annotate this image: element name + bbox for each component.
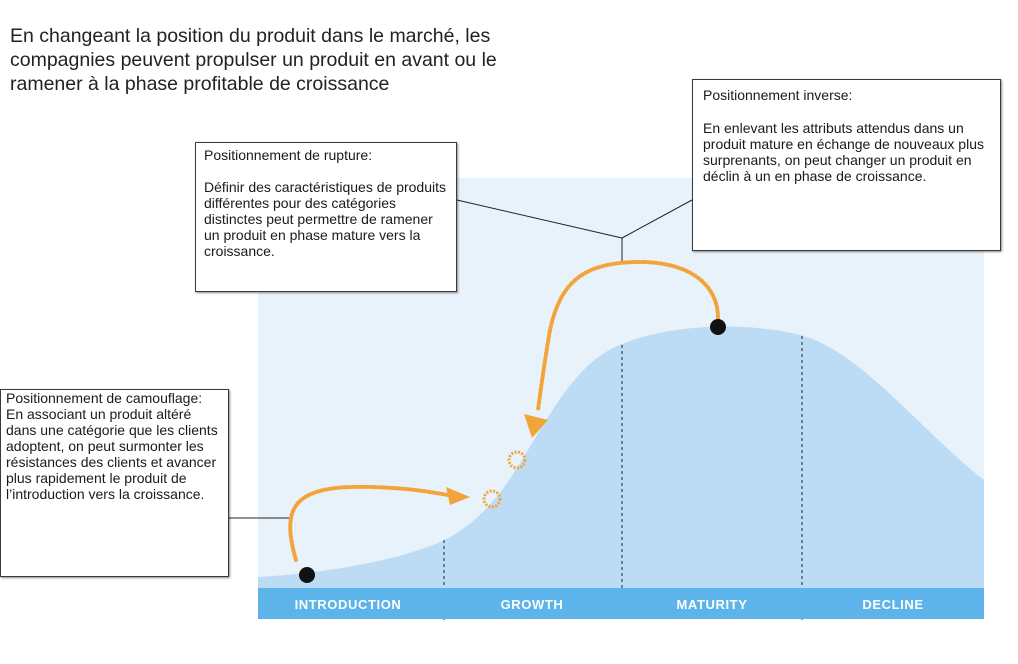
arrowhead-camouflage bbox=[446, 487, 470, 505]
step-circle-2 bbox=[507, 450, 527, 470]
arrow-rupture bbox=[536, 259, 720, 412]
note-inverse-positioning: Positionnement inverse: En enlevant les … bbox=[692, 79, 1001, 251]
phase-introduction: INTRODUCTION bbox=[295, 597, 402, 612]
step-circle-1 bbox=[482, 489, 502, 509]
marker-maturity bbox=[710, 319, 726, 335]
note-camouflage-body: En associant un produit altéré dans une … bbox=[6, 406, 218, 502]
phase-growth: GROWTH bbox=[501, 597, 564, 612]
phase-decline: DECLINE bbox=[862, 597, 923, 612]
note-camouflage-title: Positionnement de camouflage: bbox=[6, 390, 203, 406]
note-inverse-body: En enlevant les attributs attendus dans … bbox=[703, 120, 984, 184]
marker-introduction bbox=[299, 567, 315, 583]
connector-rupture bbox=[456, 199, 623, 239]
arrow-camouflage bbox=[288, 484, 450, 562]
note-inverse-title: Positionnement inverse: bbox=[703, 87, 853, 103]
headline: En changeant la position du produit dans… bbox=[10, 25, 497, 95]
note-rupture-positioning: Positionnement de rupture: Définir des c… bbox=[195, 142, 457, 292]
note-camouflage-positioning: Positionnement de camouflage: En associa… bbox=[0, 389, 229, 577]
connector-inverse bbox=[621, 199, 693, 239]
phase-bar bbox=[258, 588, 984, 619]
phase-maturity: MATURITY bbox=[677, 597, 748, 612]
note-rupture-title: Positionnement de rupture: bbox=[204, 147, 373, 163]
note-rupture-body: Définir des caractéristiques de produits… bbox=[204, 179, 447, 259]
arrowhead-rupture bbox=[524, 414, 548, 438]
